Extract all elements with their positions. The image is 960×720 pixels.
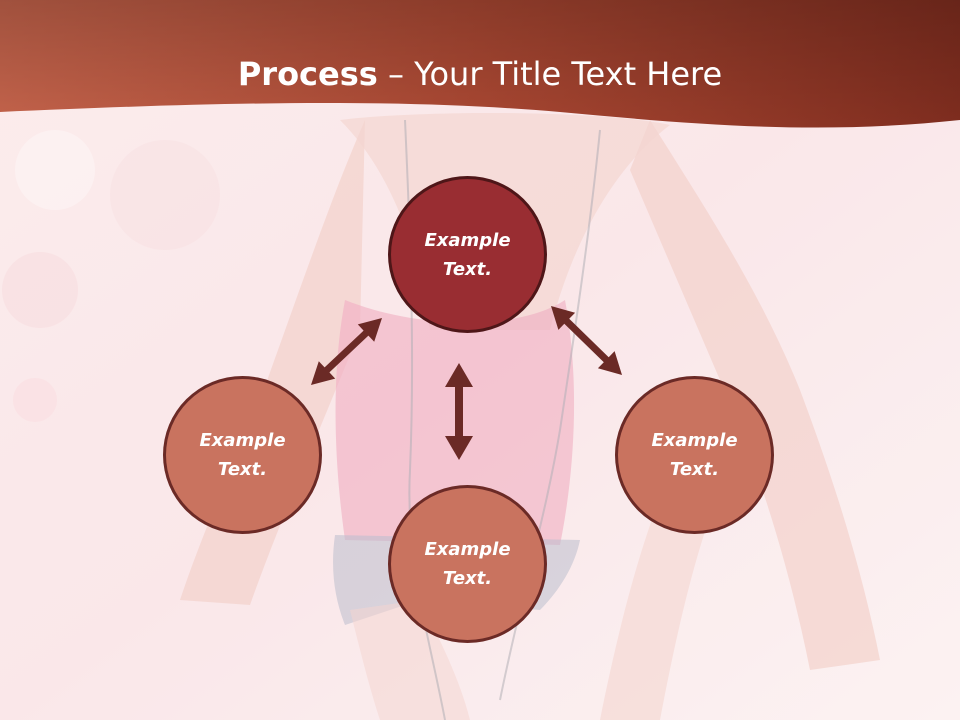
left-node-label: Example Text. xyxy=(199,430,286,480)
arrow-center-right xyxy=(551,306,622,375)
center-node: Example Text. xyxy=(388,176,547,333)
slide-title: Process – Your Title Text Here xyxy=(0,52,960,96)
right-node-label: Example Text. xyxy=(651,430,738,480)
left-node: Example Text. xyxy=(163,376,322,534)
bottom-node: Example Text. xyxy=(388,485,547,643)
title-bold: Process xyxy=(237,55,378,93)
arrow-center-bottom xyxy=(445,363,473,460)
bottom-node-label: Example Text. xyxy=(424,539,511,589)
right-node: Example Text. xyxy=(615,376,774,534)
center-node-label: Example Text. xyxy=(424,229,511,280)
title-rest: – Your Title Text Here xyxy=(377,55,723,93)
arrow-center-left xyxy=(311,318,382,385)
